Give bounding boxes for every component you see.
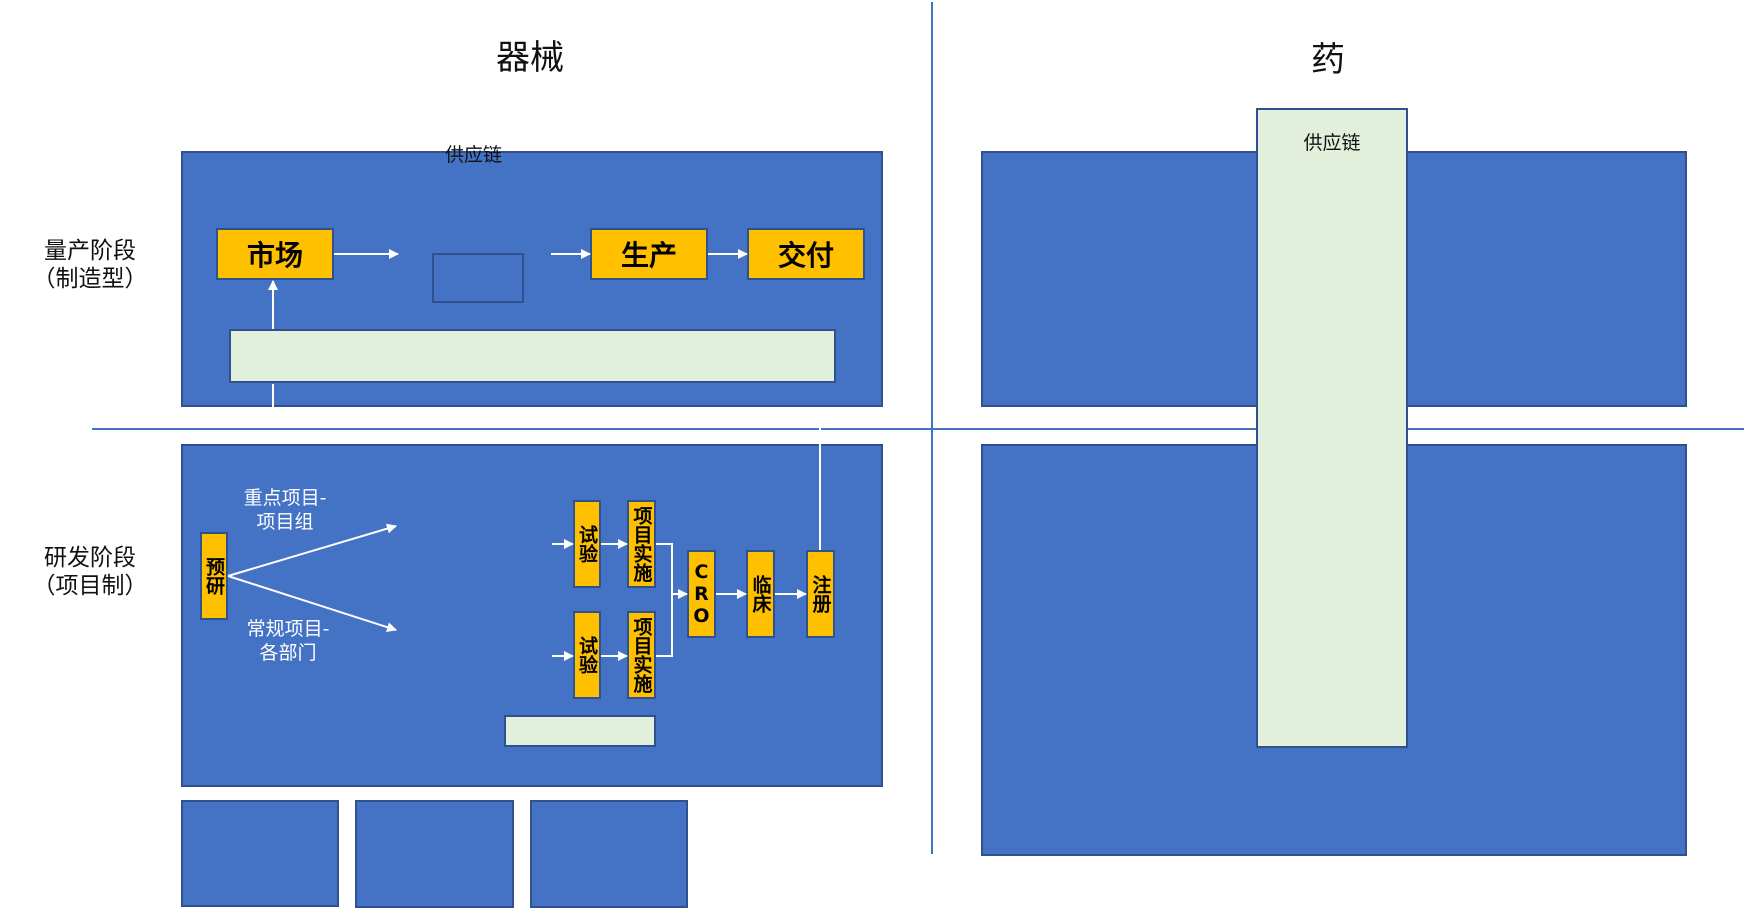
row-label-mass-line2: （制造型） (32, 266, 148, 292)
key-projects-line1: 重点项目- (243, 487, 327, 509)
bottom-box-2 (355, 800, 514, 908)
header-drug: 药 (1311, 40, 1345, 80)
empty-step-box (432, 253, 524, 303)
market-box: 市场 (216, 228, 334, 280)
device-mass-green-bar (229, 329, 836, 383)
impl-bottom-box: 项目实施 (627, 611, 656, 699)
production-box: 生产 (590, 228, 708, 280)
regular-projects-line2: 各部门 (259, 642, 317, 664)
row-label-mass-line1: 量产阶段 (44, 238, 136, 264)
bracket-impl-to-cro (656, 543, 673, 657)
bottom-box-3 (530, 800, 688, 908)
trial-bottom-box: 试验 (573, 611, 601, 699)
device-rd-green-bar (504, 715, 656, 747)
row-label-rd: 研发阶段 （项目制） (10, 544, 170, 600)
arrow-pre-to-key (227, 523, 397, 577)
impl-top-box: 项目实施 (627, 500, 656, 588)
key-projects-line2: 项目组 (256, 511, 314, 533)
delivery-box: 交付 (747, 228, 865, 280)
arrow-pre-to-regular (227, 575, 397, 633)
regular-projects-label: 常规项目- 各部门 (228, 617, 348, 665)
header-device: 器械 (496, 38, 564, 78)
pre-research-box: 预研 (200, 532, 228, 620)
trial-top-box: 试验 (573, 500, 601, 588)
row-label-mass-production: 量产阶段 （制造型） (10, 237, 170, 293)
registration-box: 注册 (806, 550, 835, 638)
bottom-box-1 (181, 800, 339, 907)
drug-supply-chain-label: 供应链 (1303, 132, 1361, 154)
row-label-rd-line2: （项目制） (32, 573, 148, 599)
regular-projects-line1: 常规项目- (246, 618, 330, 640)
clinical-box: 临床 (746, 550, 775, 638)
device-supply-chain-label: 供应链 (445, 144, 503, 166)
horizontal-divider (92, 428, 1744, 430)
key-projects-label: 重点项目- 项目组 (225, 486, 345, 534)
cro-box: CRO (687, 550, 716, 638)
drug-supply-chain-bar (1256, 108, 1408, 748)
row-label-rd-line1: 研发阶段 (44, 545, 136, 571)
